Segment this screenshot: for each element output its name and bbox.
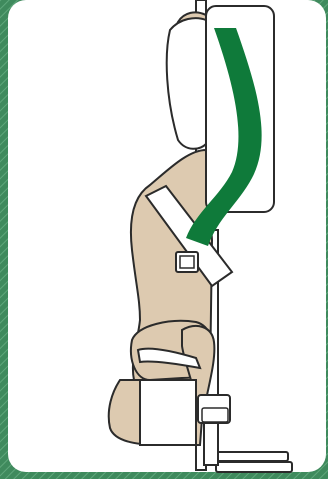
- knee-pad-inner: [202, 408, 228, 422]
- stand-bar-lower: [216, 462, 292, 472]
- seat-block: [140, 380, 196, 445]
- stand-bar-upper: [216, 452, 288, 461]
- floor-stand: [216, 452, 292, 472]
- strap-buckle-slot: [180, 256, 194, 268]
